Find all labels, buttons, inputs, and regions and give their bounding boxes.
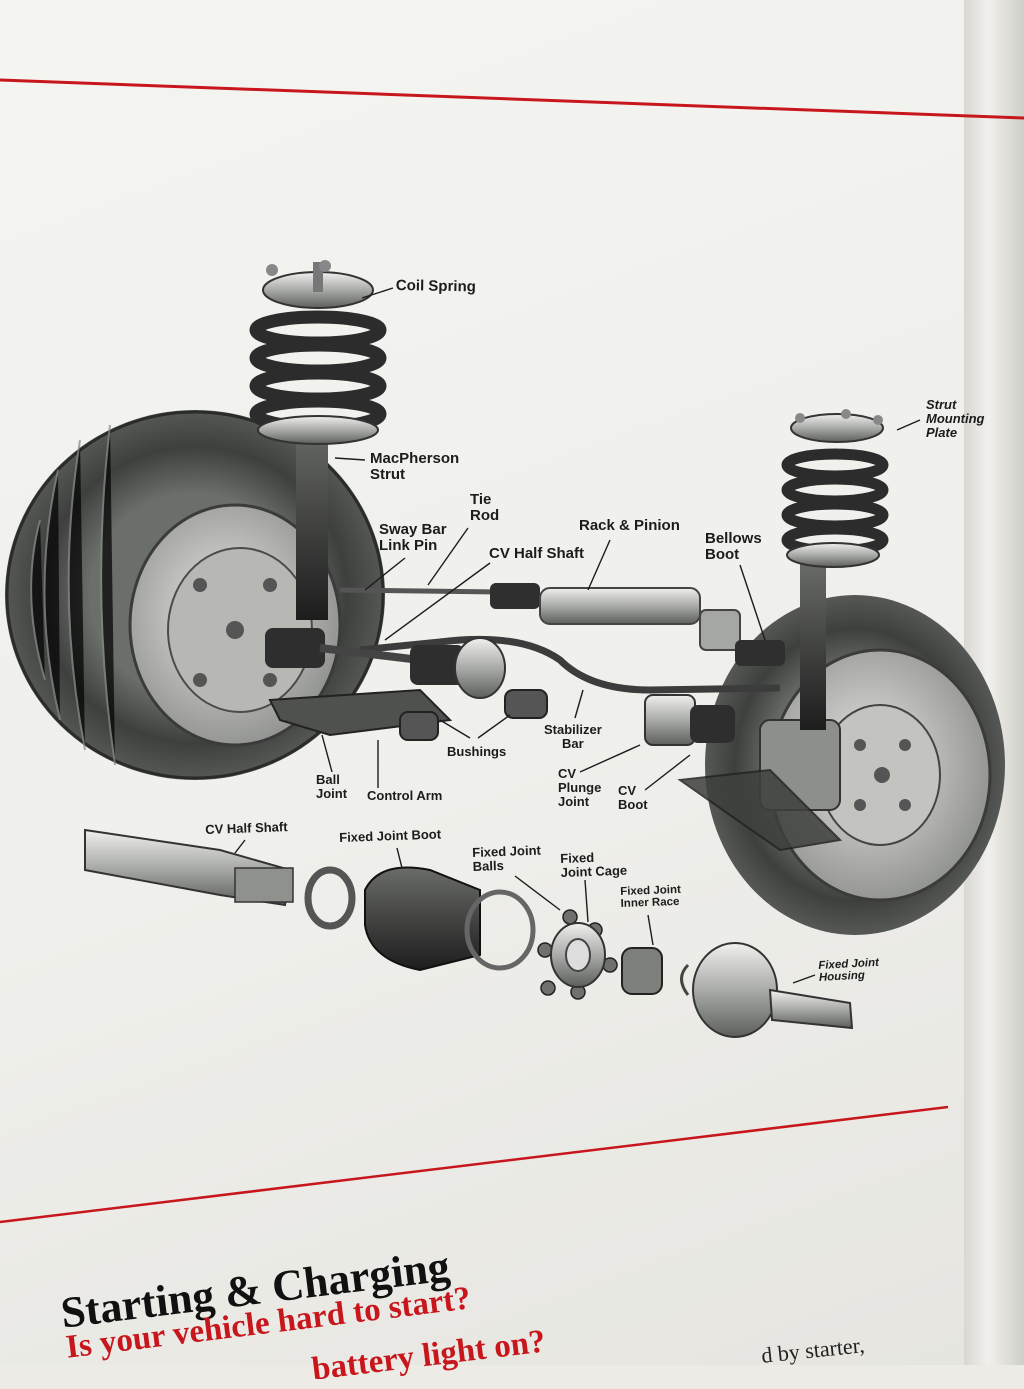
right-control-arm <box>677 768 843 852</box>
fixed-joint-housing-part <box>692 942 854 1038</box>
label-fixed-joint-balls: Fixed Joint Balls <box>471 842 542 874</box>
label-cv-boot: CV Boot <box>618 783 648 812</box>
bottom-red-rule <box>0 1105 949 1224</box>
fixed-joint-boot-part <box>364 866 536 972</box>
right-strut-assembly <box>781 409 889 730</box>
label-control-arm: Control Arm <box>367 788 443 803</box>
label-rack-pinion: Rack & Pinion <box>579 517 680 534</box>
steering-rack <box>339 583 785 666</box>
cv-half-shaft-assembly <box>265 628 735 746</box>
label-tie-rod: Tie Rod <box>470 491 500 524</box>
label-fixed-joint-inner-race: Fixed Joint Inner Race <box>620 883 682 910</box>
clamp-part <box>304 866 356 930</box>
leader-lines <box>234 287 921 984</box>
label-macpherson-strut: MacPherson Strut <box>370 450 460 483</box>
label-bushings: Bushings <box>447 744 507 759</box>
fixed-joint-cage-part <box>550 922 606 988</box>
control-arm <box>268 688 548 741</box>
top-red-rule <box>0 78 1024 120</box>
left-strut-assembly <box>249 260 387 620</box>
label-sway-bar-link-pin: Sway Bar Link Pin <box>379 521 447 554</box>
label-fixed-joint-cage: Fixed Joint Cage <box>559 849 628 880</box>
label-strut-mounting-plate: Strut Mounting Plate <box>926 397 985 440</box>
cv-half-shaft-part <box>84 828 294 907</box>
fixed-joint-inner-race-part <box>621 947 690 996</box>
label-coil-spring: Coil Spring <box>395 277 477 296</box>
label-cv-half-shaft-bottom: CV Half Shaft <box>204 819 288 837</box>
label-cv-plunge-joint: CV Plunge Joint <box>558 766 602 809</box>
label-bellows-boot: Bellows Boot <box>705 530 762 563</box>
label-fixed-joint-housing: Fixed Joint Housing <box>818 956 880 984</box>
label-ball-joint: Ball Joint <box>316 772 348 801</box>
label-cv-half-shaft-top: CV Half Shaft <box>489 545 585 562</box>
label-stabilizer-bar: Stabilizer Bar <box>544 722 602 751</box>
